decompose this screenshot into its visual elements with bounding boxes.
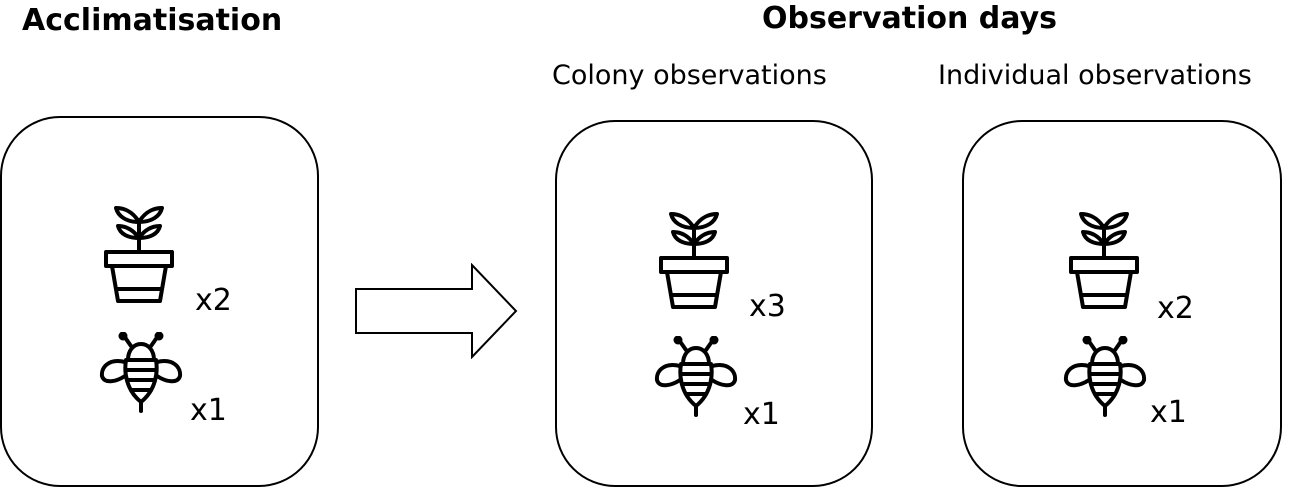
right-arrow <box>355 263 519 359</box>
potted-plant-icon <box>1067 210 1141 310</box>
colony-observations-box: x3 x1 <box>555 120 873 487</box>
individual-observations-heading: Individual observations <box>938 60 1252 91</box>
bee-icon <box>98 332 184 416</box>
colony-bee-count: x1 <box>743 397 780 432</box>
individual-bee-count: x1 <box>1150 395 1187 430</box>
individual-plant-count: x2 <box>1157 291 1194 326</box>
bee-icon <box>1062 336 1148 420</box>
acclimatisation-bee-count: x1 <box>190 393 227 428</box>
acclimatisation-heading: Acclimatisation <box>22 3 283 38</box>
colony-observations-heading: Colony observations <box>552 60 827 91</box>
individual-observations-box: x2 x1 <box>962 120 1282 487</box>
bee-icon <box>653 336 739 420</box>
potted-plant-icon <box>102 204 176 304</box>
acclimatisation-plant-count: x2 <box>195 283 232 318</box>
potted-plant-icon <box>657 210 731 310</box>
observation-days-heading: Observation days <box>762 1 1058 36</box>
acclimatisation-box: x2 x1 <box>0 116 319 487</box>
colony-plant-count: x3 <box>749 289 786 324</box>
